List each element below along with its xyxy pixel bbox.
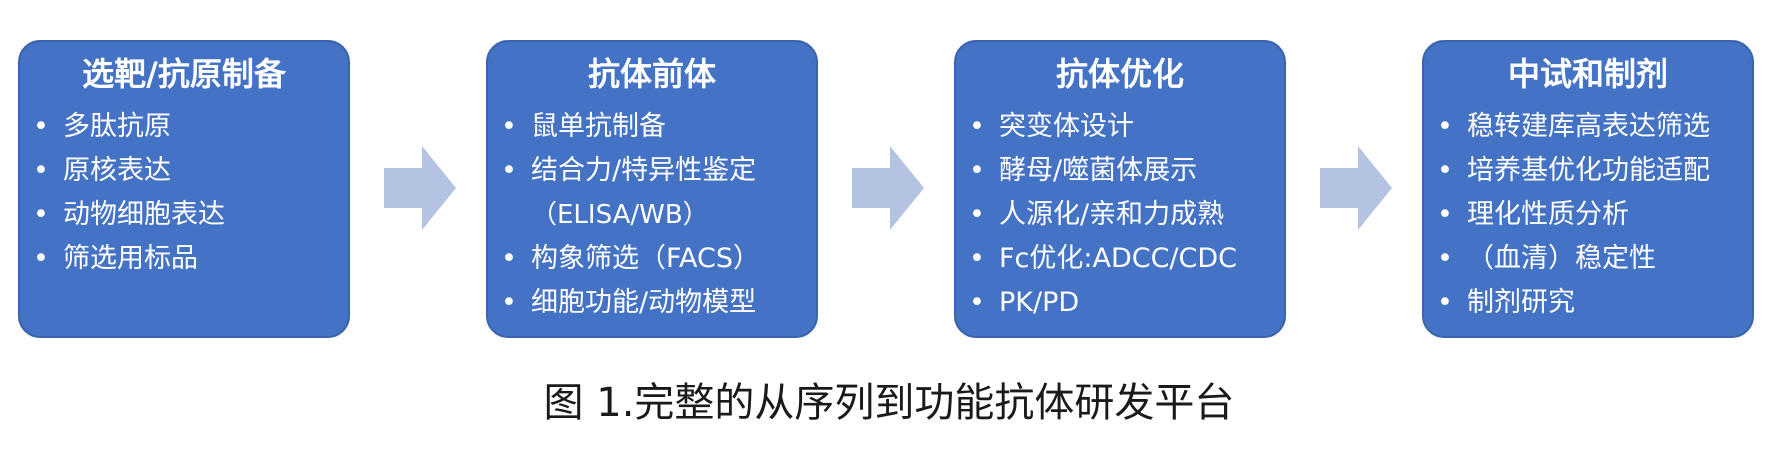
bullet-icon: • <box>33 243 49 274</box>
list-item: • （血清）稳定性 <box>1437 237 1746 281</box>
right-arrow-icon <box>384 146 456 230</box>
list-item: • PK/PD <box>969 281 1278 325</box>
arrow-shape <box>1320 146 1392 230</box>
list-item: • 人源化/亲和力成熟 <box>969 193 1278 237</box>
list-item: • 稳转建库高表达筛选 <box>1437 105 1746 149</box>
bullet-icon: • <box>969 243 985 274</box>
stage-item-list: • 多肽抗原 • 原核表达 • 动物细胞表达 • 筛选用标品 <box>33 105 342 281</box>
bullet-icon: • <box>1437 155 1453 186</box>
list-item-text: PK/PD <box>999 287 1080 318</box>
bullet-icon: • <box>33 199 49 230</box>
bullet-icon: • <box>969 111 985 142</box>
list-item-text: 原核表达 <box>63 155 171 186</box>
list-item-text: （血清）稳定性 <box>1467 243 1656 274</box>
bullet-icon: • <box>33 111 49 142</box>
list-item-text: 鼠单抗制备 <box>531 111 666 142</box>
list-item-text: 筛选用标品 <box>63 243 198 274</box>
stage-box-target-antigen: 选靶/抗原制备 • 多肽抗原 • 原核表达 • 动物细胞表达 • 筛选用标品 <box>18 40 350 338</box>
list-item: • 酵母/噬菌体展示 <box>969 149 1278 193</box>
list-item: • 构象筛选（FACS） <box>501 237 810 281</box>
list-item: • 筛选用标品 <box>33 237 342 281</box>
bullet-icon: • <box>1437 111 1453 142</box>
stage-title: 选靶/抗原制备 <box>82 55 286 93</box>
arrow-shape <box>384 146 456 230</box>
list-item: • 鼠单抗制备 <box>501 105 810 149</box>
bullet-icon: • <box>501 287 517 318</box>
list-item: • 理化性质分析 <box>1437 193 1746 237</box>
right-arrow-icon <box>852 146 924 230</box>
bullet-icon: • <box>969 287 985 318</box>
list-item: • 培养基优化功能适配 <box>1437 149 1746 193</box>
list-item-text: 多肽抗原 <box>63 111 171 142</box>
list-item: • 制剂研究 <box>1437 281 1746 325</box>
list-item-text: 理化性质分析 <box>1467 199 1629 230</box>
bullet-icon: • <box>1437 287 1453 318</box>
list-item-text: 稳转建库高表达筛选 <box>1467 111 1710 142</box>
stage-item-list: • 突变体设计 • 酵母/噬菌体展示 • 人源化/亲和力成熟 • Fc优化:ADCC/C… <box>969 105 1278 325</box>
stage-item-list: • 鼠单抗制备 • 结合力/特异性鉴定 （ELISA/WB） • 构象筛选（FACS）… <box>501 105 810 325</box>
stage-box-pilot-formulation: 中试和制剂 • 稳转建库高表达筛选 • 培养基优化功能适配 • 理化性质分析 • （血清… <box>1422 40 1754 338</box>
stage-box-antibody-optimization: 抗体优化 • 突变体设计 • 酵母/噬菌体展示 • 人源化/亲和力成熟 • Fc优化:A… <box>954 40 1286 338</box>
list-item-text: 人源化/亲和力成熟 <box>999 199 1225 230</box>
bullet-icon: • <box>501 155 517 186</box>
arrow-shape <box>852 146 924 230</box>
list-item: • 多肽抗原 <box>33 105 342 149</box>
list-item-text: 制剂研究 <box>1467 287 1575 318</box>
list-item: • Fc优化:ADCC/CDC <box>969 237 1278 281</box>
figure-caption: 图 1.完整的从序列到功能抗体研发平台 <box>543 380 1235 426</box>
list-item-subtext: （ELISA/WB） <box>531 200 709 230</box>
stage-title: 中试和制剂 <box>1507 55 1668 93</box>
bullet-icon: • <box>1437 199 1453 230</box>
list-item: • 原核表达 <box>33 149 342 193</box>
bullet-icon: • <box>33 155 49 186</box>
list-item-text: Fc优化:ADCC/CDC <box>999 243 1238 274</box>
list-item-text: 酵母/噬菌体展示 <box>999 155 1198 186</box>
stage-box-antibody-precursor: 抗体前体 • 鼠单抗制备 • 结合力/特异性鉴定 （ELISA/WB） • 构象筛选（… <box>486 40 818 338</box>
list-item-text: 突变体设计 <box>999 111 1134 142</box>
bullet-icon: • <box>501 243 517 274</box>
list-item-text: 动物细胞表达 <box>63 199 225 230</box>
list-item-text: 培养基优化功能适配 <box>1467 155 1710 186</box>
list-item: • 结合力/特异性鉴定 <box>501 149 810 193</box>
stage-title: 抗体优化 <box>1055 55 1184 93</box>
stage-item-list: • 稳转建库高表达筛选 • 培养基优化功能适配 • 理化性质分析 • （血清）稳定性 •… <box>1437 105 1746 325</box>
right-arrow-icon <box>1320 146 1392 230</box>
stage-title: 抗体前体 <box>587 55 716 93</box>
bullet-icon: • <box>969 155 985 186</box>
bullet-icon: • <box>1437 243 1453 274</box>
list-item-text: 结合力/特异性鉴定 <box>531 155 757 186</box>
bullet-icon: • <box>501 111 517 142</box>
list-item-text: 细胞功能/动物模型 <box>531 287 757 318</box>
list-item: • 细胞功能/动物模型 <box>501 281 810 325</box>
list-item-text: 构象筛选（FACS） <box>531 243 761 274</box>
list-item: • 动物细胞表达 <box>33 193 342 237</box>
bullet-icon: • <box>969 199 985 230</box>
list-item: • 突变体设计 <box>969 105 1278 149</box>
